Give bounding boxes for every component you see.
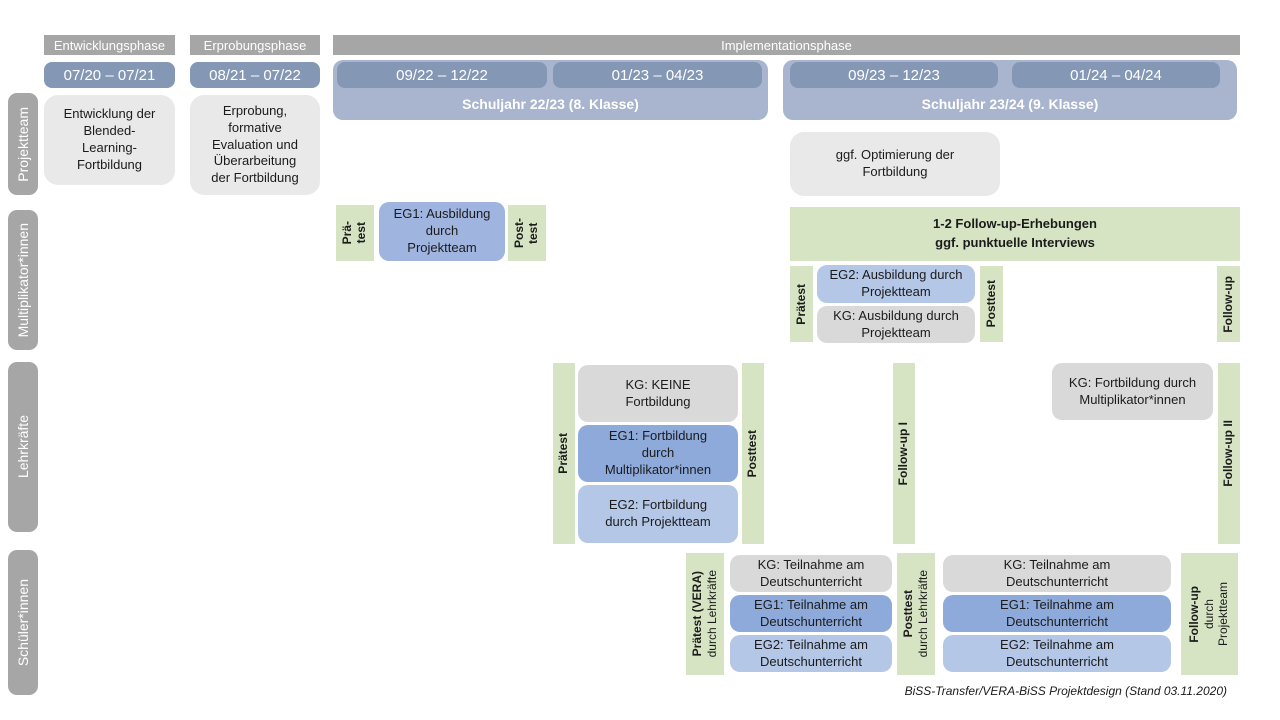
date-bar-0923-1223: 09/23 – 12/23 xyxy=(790,62,998,88)
bar-multiplikatoren-posttest-2: Posttest xyxy=(980,266,1003,342)
phase-bar-implementationsphase: Implementationsphase xyxy=(333,35,1240,55)
bar-schueler-followup-main: Follow-up xyxy=(1186,585,1201,643)
bar-lehrkraefte-followup-2-text: Follow-up II xyxy=(1221,420,1236,487)
bar-schueler-followup-sub2: Projektteam xyxy=(1216,581,1231,647)
box-eg2-teilnahme-deutschunterricht-2: EG2: Teilnahme am Deutschunterricht xyxy=(943,635,1171,672)
bar-multiplikatoren-posttest-1-text: Post- test xyxy=(512,218,540,248)
bar-multiplikatoren-followup: Follow-up xyxy=(1217,266,1240,342)
box-eg1-teilnahme-deutschunterricht-2: EG1: Teilnahme am Deutschunterricht xyxy=(943,595,1171,632)
school-year-label-23-24: Schuljahr 23/24 (9. Klasse) xyxy=(921,96,1099,112)
bar-schueler-praetest-vera-sub: durch Lehrkräfte xyxy=(704,570,719,658)
date-bar-0821-0722: 08/21 – 07/22 xyxy=(190,62,320,88)
bar-lehrkraefte-praetest-text: Prätest xyxy=(556,433,571,474)
row-label-schueler-text: Schüler*innen xyxy=(15,578,31,667)
bar-lehrkraefte-posttest-text: Posttest xyxy=(745,429,760,478)
bar-multiplikatoren-followup-text: Follow-up xyxy=(1220,275,1235,333)
box-optimierung-fortbildung: ggf. Optimierung der Fortbildung xyxy=(790,132,1000,196)
box-eg2-ausbildung-projektteam: EG2: Ausbildung durch Projektteam xyxy=(817,265,975,303)
bar-lehrkraefte-followup-1: Follow-up I xyxy=(893,363,915,544)
bar-schueler-praetest-vera-main: Prätest (VERA) xyxy=(689,571,704,657)
row-label-lehrkraefte-text: Lehrkräfte xyxy=(15,415,31,479)
box-kg-ausbildung-projektteam: KG: Ausbildung durch Projektteam xyxy=(817,306,975,343)
bar-multiplikatoren-praetest-1: Prä- test xyxy=(336,205,374,261)
row-label-schueler: Schüler*innen xyxy=(8,550,38,695)
box-eg1-ausbildung-projektteam: EG1: Ausbildung durch Projektteam xyxy=(379,202,505,261)
box-eg1-teilnahme-deutschunterricht-1: EG1: Teilnahme am Deutschunterricht xyxy=(730,595,892,632)
bar-lehrkraefte-followup-1-text: Follow-up I xyxy=(896,421,911,486)
bar-multiplikatoren-praetest-2: Prätest xyxy=(790,266,813,342)
box-followup-erhebungen: 1-2 Follow-up-Erhebungen ggf. punktuelle… xyxy=(790,207,1240,261)
date-bar-0922-1222: 09/22 – 12/22 xyxy=(337,62,547,88)
phase-bar-entwicklungsphase: Entwicklungsphase xyxy=(44,35,175,55)
bar-multiplikatoren-praetest-2-text: Prätest xyxy=(793,283,808,325)
box-entwicklung-blended-learning: Entwicklung der Blended- Learning- Fortb… xyxy=(44,95,175,185)
box-erprobung-evaluation: Erprobung, formative Evaluation und Über… xyxy=(190,95,320,195)
bar-lehrkraefte-followup-2: Follow-up II xyxy=(1218,363,1240,544)
bar-lehrkraefte-posttest: Posttest xyxy=(742,363,764,544)
bar-schueler-praetest-vera: Prätest (VERA) durch Lehrkräfte xyxy=(686,553,724,675)
box-eg2-teilnahme-deutschunterricht-1: EG2: Teilnahme am Deutschunterricht xyxy=(730,635,892,672)
box-eg2-fortbildung-projektteam: EG2: Fortbildung durch Projektteam xyxy=(578,485,738,543)
date-bar-0123-0423: 01/23 – 04/23 xyxy=(553,62,762,88)
date-bar-0720-0721: 07/20 – 07/21 xyxy=(44,62,175,88)
box-kg-keine-fortbildung: KG: KEINE Fortbildung xyxy=(578,365,738,422)
bar-schueler-posttest: Posttest durch Lehrkräfte xyxy=(897,553,935,675)
box-kg-teilnahme-deutschunterricht-1: KG: Teilnahme am Deutschunterricht xyxy=(730,555,892,592)
box-eg1-fortbildung-multiplikatoren: EG1: Fortbildung durch Multiplikator*inn… xyxy=(578,425,738,482)
bar-multiplikatoren-posttest-1: Post- test xyxy=(508,205,546,261)
row-label-lehrkraefte: Lehrkräfte xyxy=(8,362,38,532)
row-label-projektteam-text: Projektteam xyxy=(15,106,31,182)
row-label-multiplikatoren-text: Multiplikator*innen xyxy=(15,222,31,338)
bar-multiplikatoren-posttest-2-text: Posttest xyxy=(983,280,998,328)
box-kg-fortbildung-multiplikatoren: KG: Fortbildung durch Multiplikator*inne… xyxy=(1052,363,1213,420)
diagram-caption: BiSS-Transfer/VERA-BiSS Projektdesign (S… xyxy=(904,684,1227,698)
box-kg-teilnahme-deutschunterricht-2: KG: Teilnahme am Deutschunterricht xyxy=(943,555,1171,592)
bar-schueler-followup: Follow-up durch Projektteam xyxy=(1181,553,1238,675)
bar-schueler-followup-sub1: durch xyxy=(1201,598,1216,630)
phase-bar-erprobungsphase: Erprobungsphase xyxy=(190,35,320,55)
bar-lehrkraefte-praetest: Prätest xyxy=(553,363,575,544)
row-label-projektteam: Projektteam xyxy=(8,93,38,195)
bar-schueler-posttest-sub: durch Lehrkräfte xyxy=(915,570,930,658)
bar-schueler-posttest-main: Posttest xyxy=(900,590,915,638)
school-year-label-22-23: Schuljahr 22/23 (8. Klasse) xyxy=(462,96,639,112)
date-bar-0124-0424: 01/24 – 04/24 xyxy=(1012,62,1220,88)
bar-multiplikatoren-praetest-1-text: Prä- test xyxy=(340,221,368,245)
row-label-multiplikatoren: Multiplikator*innen xyxy=(8,210,38,350)
